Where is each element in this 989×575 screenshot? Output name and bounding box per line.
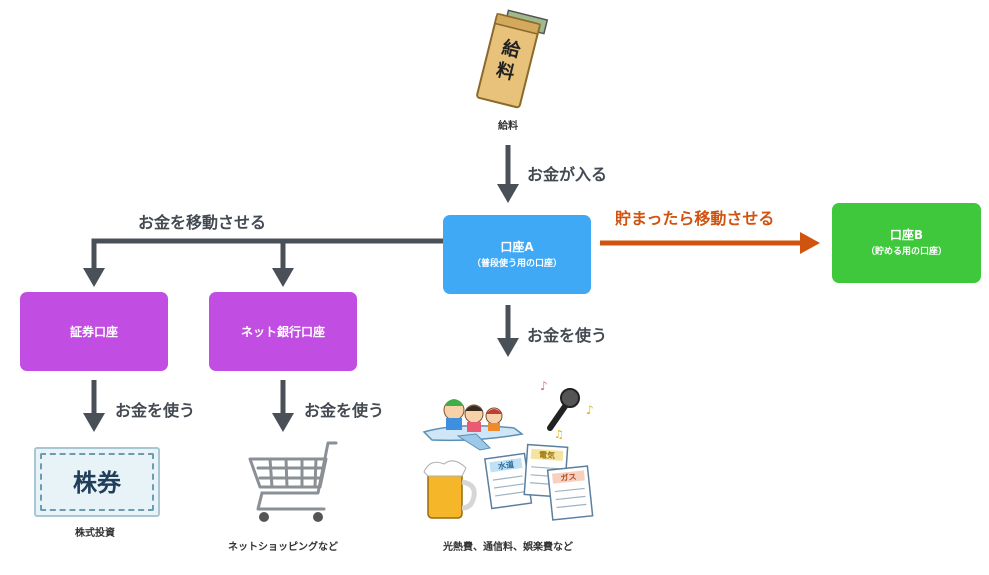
svg-text:♪: ♪ xyxy=(540,379,548,393)
node-account-b: 口座B （貯める用の口座） xyxy=(832,203,981,283)
node-account-a-title: 口座A xyxy=(500,239,534,254)
node-net-bank-title: ネット銀行口座 xyxy=(240,324,325,339)
label-move-left: お金を移動させる xyxy=(138,213,267,232)
stocks-caption: 株式投資 xyxy=(75,528,115,539)
water-bill-text: 水道 xyxy=(496,459,514,471)
electric-bill-text: 電気 xyxy=(539,449,556,460)
label-spend-net: お金を使う xyxy=(304,401,385,420)
arrow-move-left-head-securities xyxy=(83,268,105,287)
travel-airplane-icon xyxy=(422,399,524,451)
karaoke-microphone-icon: ♪ ♪ ♫ xyxy=(540,379,594,441)
gas-bill-text: ガス xyxy=(560,471,577,483)
beer-mug-icon xyxy=(423,460,477,519)
arrow-income-head xyxy=(497,184,519,203)
salary-envelope-icon: 給 料 xyxy=(476,9,549,109)
label-move-right: 貯まったら移動させる xyxy=(615,209,775,228)
shopping-caption: ネットショッピングなど xyxy=(228,542,338,553)
arrow-spend-net-head xyxy=(272,413,294,432)
shopping-cart-icon xyxy=(248,441,338,522)
arrow-move-left-head-net xyxy=(272,268,294,287)
node-account-a: 口座A （普段使う用の口座） xyxy=(443,215,591,294)
arrow-spend-securities-head xyxy=(83,413,105,432)
utility-bill-icons: 水道 電気 ガス xyxy=(484,443,594,521)
arrow-move-left-line xyxy=(91,238,443,270)
label-income: お金が入る xyxy=(527,165,608,184)
label-spend-a: お金を使う xyxy=(527,326,608,345)
arrow-move-right-head xyxy=(800,232,820,254)
node-securities-title: 証券口座 xyxy=(69,324,118,339)
stock-certificate-border xyxy=(40,453,154,511)
node-account-b-sub: （貯める用の口座） xyxy=(865,247,947,257)
svg-text:♫: ♫ xyxy=(554,428,564,441)
label-spend-securities: お金を使う xyxy=(115,401,196,420)
expenses-caption: 光熱費、通信料、娯楽費など xyxy=(443,542,573,553)
expenses-illustration: ♪ ♪ ♫ 水道 電気 ガス xyxy=(422,379,594,521)
node-securities: 証券口座 xyxy=(20,292,168,371)
salary-envelope-text-1: 給 xyxy=(500,36,524,62)
svg-text:♪: ♪ xyxy=(586,403,594,417)
node-net-bank: ネット銀行口座 xyxy=(209,292,357,371)
node-account-a-sub: （普段使う用の口座） xyxy=(471,258,562,269)
salary-caption: 給料 xyxy=(498,121,518,132)
stock-certificate-icon: 株券 xyxy=(34,447,160,517)
node-account-b-title: 口座B xyxy=(889,228,924,242)
stock-certificate-text: 株券 xyxy=(73,469,121,497)
arrow-spend-a-head xyxy=(497,338,519,357)
salary-envelope-text-2: 料 xyxy=(494,59,517,85)
